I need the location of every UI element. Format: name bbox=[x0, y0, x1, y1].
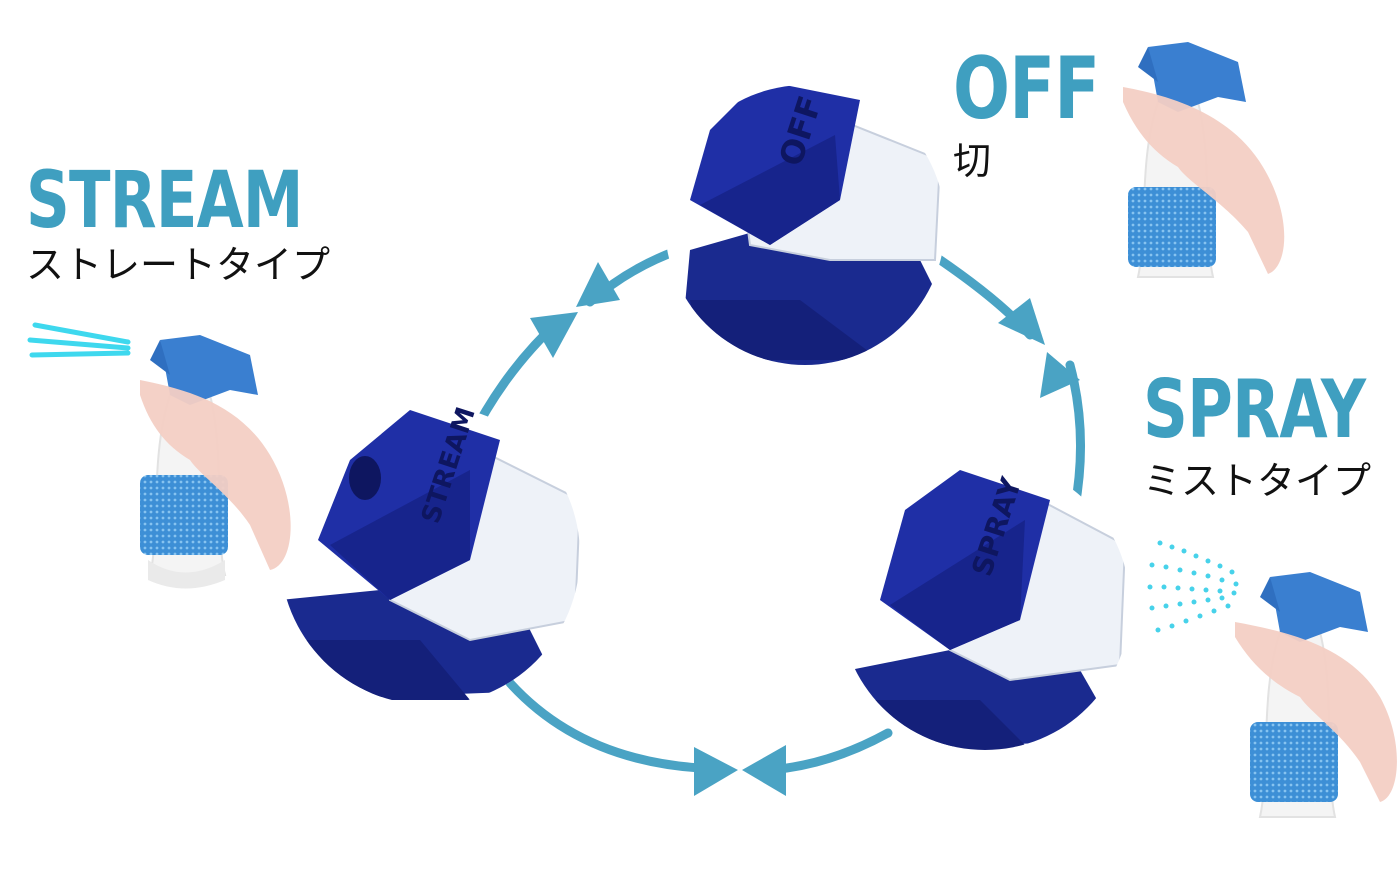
off-title: OFF bbox=[953, 39, 1100, 139]
arrow-heads bbox=[530, 262, 1080, 796]
arrowhead-right-top bbox=[998, 298, 1045, 345]
arc-stream-to-spray bbox=[505, 678, 705, 773]
arrowhead-bottom-right bbox=[742, 745, 786, 796]
stream-title: STREAM bbox=[26, 156, 303, 246]
stream-subtitle: ストレートタイプ bbox=[26, 243, 331, 287]
arrowhead-left-top bbox=[576, 262, 620, 307]
spray-subtitle: ミストタイプ bbox=[1143, 459, 1372, 503]
off-bottle-hand-icon bbox=[1123, 42, 1285, 278]
arrowhead-left-bottom bbox=[530, 312, 578, 358]
off-subtitle: 切 bbox=[953, 139, 992, 183]
arc-spray-to-stream bbox=[765, 728, 893, 775]
arrowhead-right-bottom bbox=[1040, 352, 1080, 398]
off-nozzle-photo bbox=[665, 85, 945, 365]
arrowhead-bottom-left bbox=[694, 747, 738, 796]
spray-nozzle-photo bbox=[840, 460, 1130, 750]
stream-jet-icon bbox=[27, 322, 131, 358]
stream-bottle-hand-icon bbox=[140, 335, 291, 589]
spray-bottle-hand-icon bbox=[1235, 572, 1397, 818]
spray-mist-icon bbox=[1147, 540, 1239, 633]
spray-title: SPRAY bbox=[1143, 363, 1366, 456]
stream-nozzle-photo bbox=[280, 405, 580, 705]
